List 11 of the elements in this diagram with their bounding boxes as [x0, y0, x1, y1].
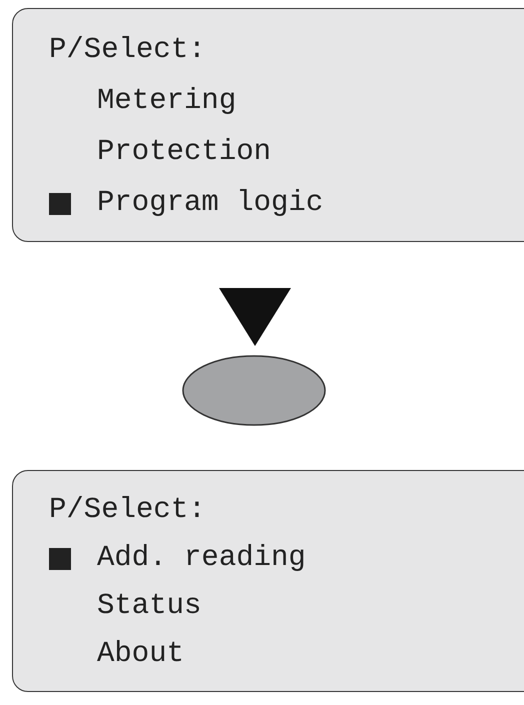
menu-title: P/Select:: [49, 493, 206, 527]
menu-item: About: [97, 637, 184, 671]
menu-title: P/Select:: [49, 32, 206, 66]
display-screen: [12, 8, 524, 242]
menu-item: Metering: [97, 84, 236, 118]
menu-item: Add. reading: [97, 541, 306, 575]
key-button: [182, 355, 326, 426]
menu-item: Protection: [97, 134, 272, 168]
menu-item: Status: [97, 589, 202, 623]
menu-item: Program logic: [97, 186, 324, 220]
display-screen: [12, 470, 524, 692]
